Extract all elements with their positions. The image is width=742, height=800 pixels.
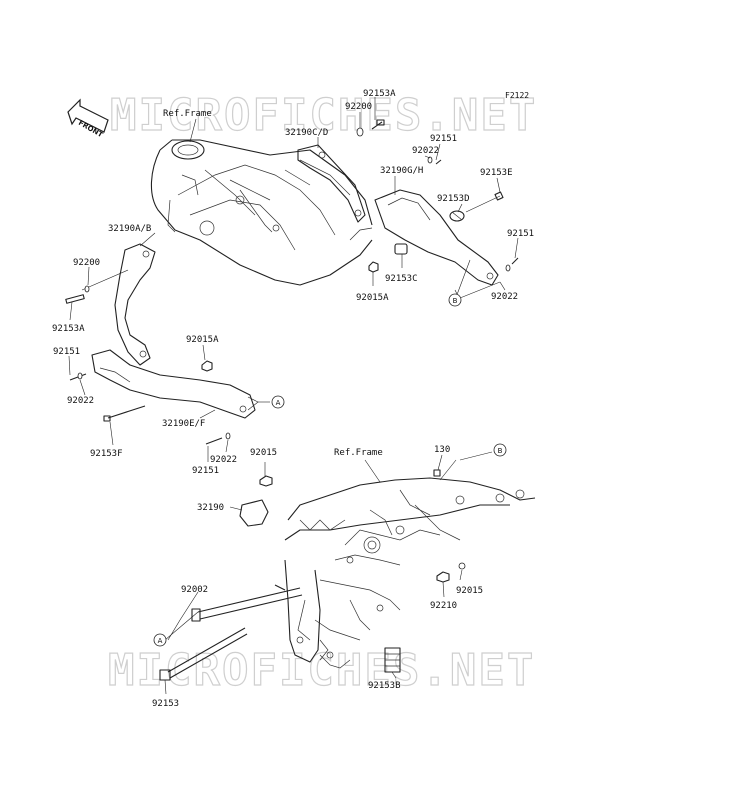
- callout-a-upper: A: [271, 395, 285, 409]
- label-92015-a: 92015: [250, 448, 277, 458]
- watermark-bottom: MICROFICHES.NET: [108, 645, 535, 696]
- bracket-32190: [239, 499, 269, 527]
- label-92151-c: 92151: [53, 347, 80, 357]
- label-92151-b: 92151: [507, 229, 534, 239]
- bracket-32190g-h: [374, 189, 499, 286]
- front-arrow-icon: FRONT: [67, 98, 109, 139]
- bracket-32190c-d: [297, 144, 366, 223]
- nut-92015a-left: [201, 360, 213, 372]
- label-32190: 32190: [197, 503, 224, 513]
- bolt-92153b: [384, 647, 401, 673]
- callout-b-upper: B: [448, 293, 462, 307]
- label-92153c: 92153C: [385, 274, 418, 284]
- label-92153: 92153: [152, 699, 179, 709]
- label-92022-b: 92022: [491, 292, 518, 302]
- bolt-92153d: [449, 210, 465, 222]
- bracket-32190e-f: [91, 349, 256, 419]
- label-92153b: 92153B: [368, 681, 401, 691]
- watermark-top: MICROFICHES.NET: [110, 90, 537, 141]
- label-92015-b: 92015: [456, 586, 483, 596]
- label-92015a-a: 92015A: [356, 293, 389, 303]
- bolt-92002: [197, 587, 301, 613]
- label-32190c-d: 32190C/D: [285, 128, 328, 138]
- label-130: 130: [434, 445, 450, 455]
- callout-a-lower: A: [153, 633, 167, 647]
- label-92153a-top: 92153A: [363, 89, 396, 99]
- label-92002: 92002: [181, 585, 208, 595]
- svg-text:B: B: [453, 297, 458, 305]
- label-32190e-f: 32190E/F: [162, 419, 205, 429]
- nut-92015a-upper: [368, 261, 379, 273]
- label-92151-a: 92151: [430, 134, 457, 144]
- figure-code: F2122: [505, 91, 529, 100]
- label-92015a-b: 92015A: [186, 335, 219, 345]
- label-32190g-h: 32190G/H: [380, 166, 423, 176]
- label-92153f: 92153F: [90, 449, 123, 459]
- callout-b-lower: B: [493, 443, 507, 457]
- label-92022-c: 92022: [67, 396, 94, 406]
- bracket-32190a-b: [114, 243, 156, 366]
- label-32190a-b: 32190A/B: [108, 224, 151, 234]
- svg-text:A: A: [276, 399, 281, 407]
- label-92210: 92210: [430, 601, 457, 611]
- label-92200-left: 92200: [73, 258, 100, 268]
- label-92153e: 92153E: [480, 168, 513, 178]
- svg-text:B: B: [498, 447, 503, 455]
- collar-92153c: [394, 243, 408, 255]
- nut-92015-upper-lower: [259, 475, 273, 487]
- label-92022-d: 92022: [210, 455, 237, 465]
- label-92151-d: 92151: [192, 466, 219, 476]
- ref-frame-lower: Ref.Frame: [334, 448, 383, 458]
- ref-frame-upper: Ref.Frame: [163, 109, 212, 119]
- upper-frame: [150, 139, 373, 286]
- label-92153a-left: 92153A: [52, 324, 85, 334]
- svg-text:A: A: [158, 637, 163, 645]
- nut-92210: [436, 571, 450, 583]
- label-92200-top: 92200: [345, 102, 372, 112]
- label-92022-a: 92022: [412, 146, 439, 156]
- label-92153d: 92153D: [437, 194, 470, 204]
- bolt-92153: [167, 627, 246, 673]
- lower-frame: [274, 477, 536, 669]
